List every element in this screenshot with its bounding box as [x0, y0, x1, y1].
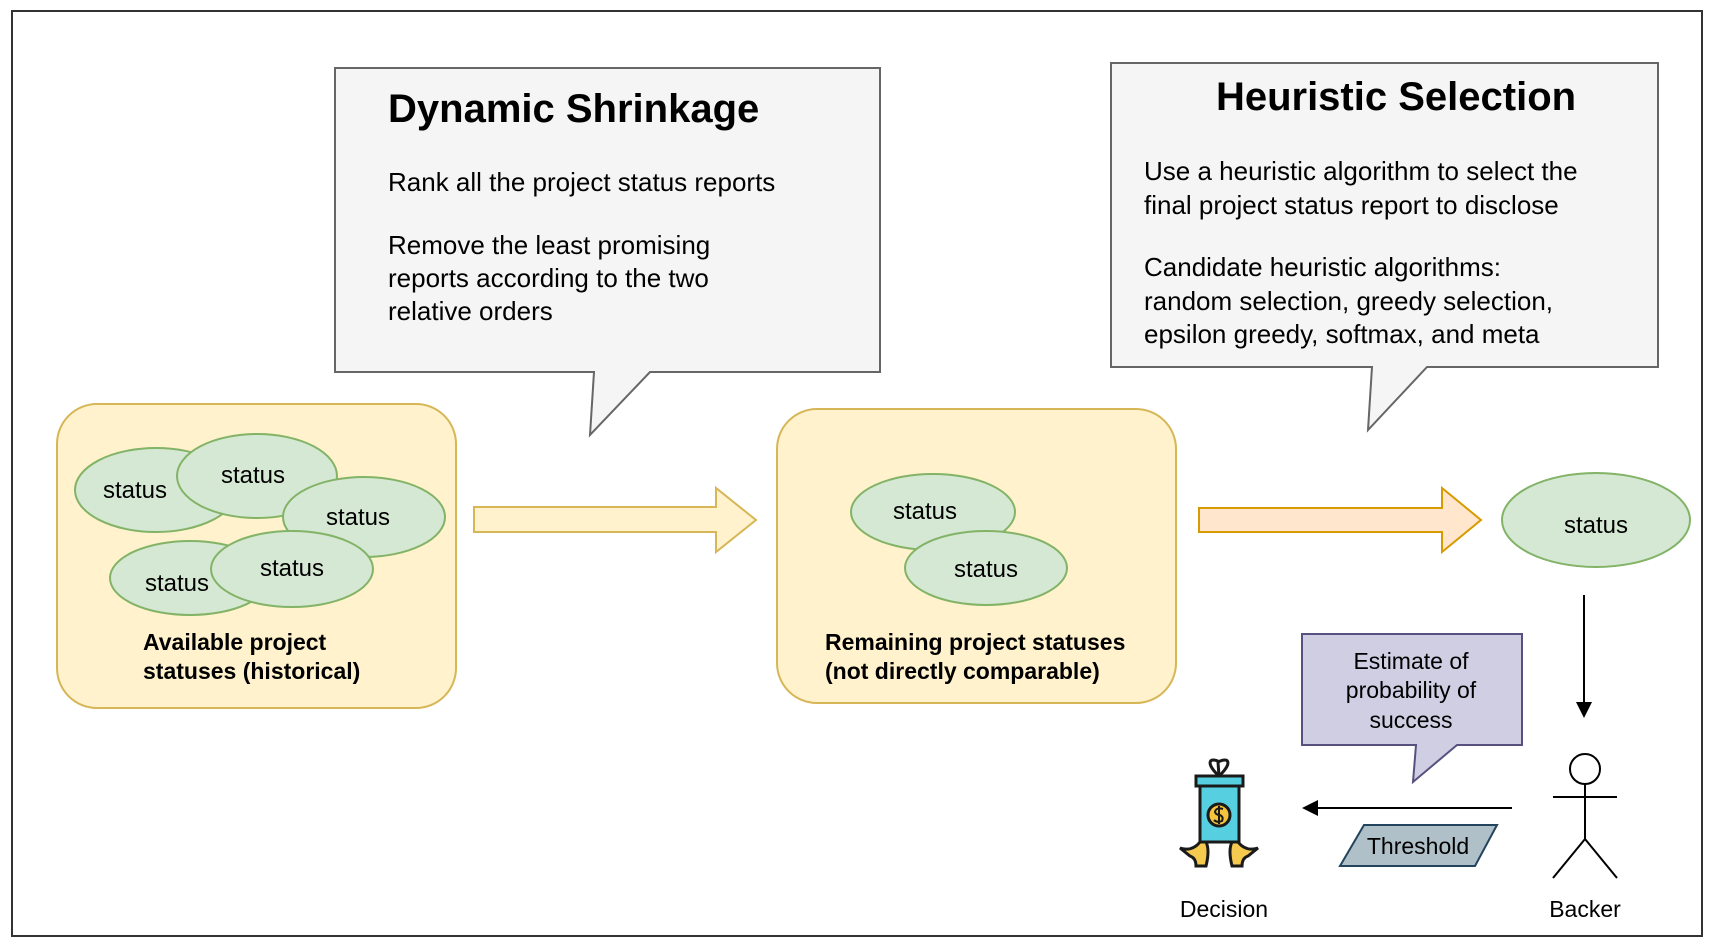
estimate-text: success	[1369, 707, 1452, 733]
callout-text: final project status report to disclose	[1144, 190, 1559, 220]
estimate-text: probability of	[1346, 677, 1477, 703]
status-label: status	[326, 504, 390, 531]
backer-label: Backer	[1549, 896, 1621, 922]
box-label: statuses (historical)	[143, 658, 360, 684]
status-ellipse: status	[904, 530, 1068, 606]
callout-text: Candidate heuristic algorithms:	[1144, 252, 1501, 282]
dynamic-shrinkage-callout: Dynamic Shrinkage Rank all the project s…	[334, 67, 881, 438]
estimate-text: Estimate of	[1353, 648, 1469, 674]
flow-arrow	[473, 485, 758, 555]
callout-text: reports according to the two	[388, 263, 709, 293]
status-label: status	[221, 462, 285, 489]
callout-text: random selection, greedy selection,	[1144, 286, 1553, 316]
box-label: Remaining project statuses	[825, 629, 1125, 655]
status-label: status	[260, 555, 324, 582]
available-statuses-box: status status status status status Avail…	[56, 403, 457, 709]
estimate-callout: Estimate of probability of success	[1301, 633, 1523, 785]
callout-title: Dynamic Shrinkage	[388, 87, 759, 131]
flow-arrow	[1198, 485, 1483, 555]
remaining-statuses-box: status status Remaining project statuses…	[776, 408, 1177, 704]
callout-text: relative orders	[388, 296, 553, 326]
callout-shape	[1110, 62, 1659, 433]
threshold-shape: Threshold	[1338, 824, 1499, 867]
status-label: status	[954, 556, 1018, 583]
box-label: Available project	[143, 629, 327, 655]
callout-text: Remove the least promising	[388, 230, 710, 260]
selected-status-ellipse: status	[1501, 472, 1691, 568]
callout-shape	[1301, 633, 1523, 785]
heuristic-selection-callout: Heuristic Selection Use a heuristic algo…	[1110, 62, 1659, 433]
left-arrow	[1302, 800, 1512, 816]
status-label: status	[1564, 512, 1628, 539]
status-label: status	[103, 477, 167, 504]
gift-box-money-icon	[1179, 758, 1259, 868]
threshold-label: Threshold	[1367, 833, 1469, 859]
callout-shape	[334, 67, 881, 438]
down-arrow	[1576, 595, 1592, 718]
callout-text: epsilon greedy, softmax, and meta	[1144, 319, 1540, 349]
callout-title: Heuristic Selection	[1216, 75, 1576, 119]
stick-figure-icon	[1552, 753, 1618, 879]
decision-label: Decision	[1180, 896, 1268, 922]
status-label: status	[893, 498, 957, 525]
status-ellipse: status	[210, 530, 374, 608]
callout-text: Use a heuristic algorithm to select the	[1144, 156, 1578, 186]
box-label: (not directly comparable)	[825, 658, 1100, 684]
status-label: status	[145, 570, 209, 597]
callout-text: Rank all the project status reports	[388, 167, 775, 197]
